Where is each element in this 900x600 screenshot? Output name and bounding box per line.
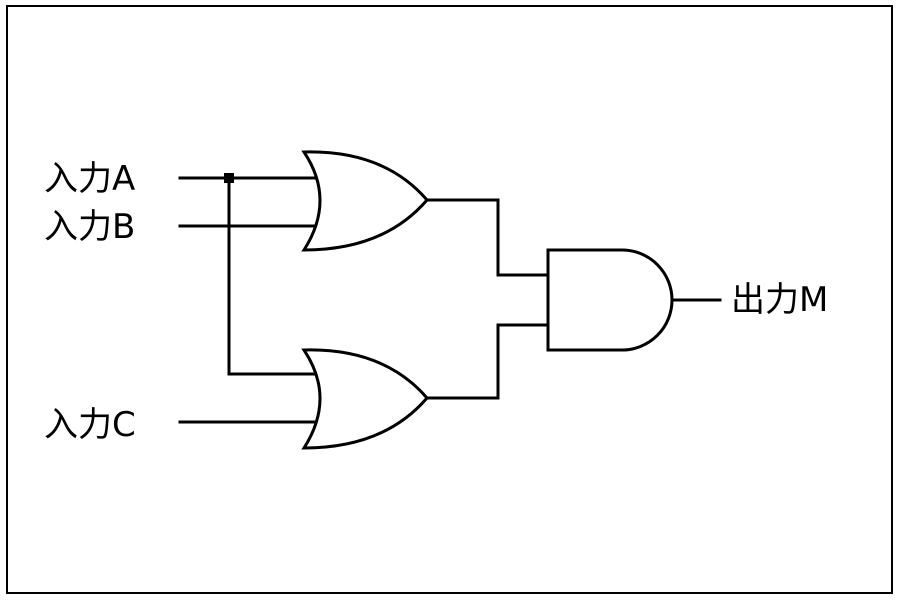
and-gate xyxy=(546,248,674,352)
diagram-frame xyxy=(6,5,893,594)
input-b-label: 入力B xyxy=(44,207,135,247)
input-c-label: 入力C xyxy=(44,405,136,445)
output-m-label: 出力M xyxy=(731,280,828,320)
or-gate-top xyxy=(301,150,429,252)
input-a-label: 入力A xyxy=(44,159,135,199)
wire-or-bottom-to-and xyxy=(425,323,550,400)
or-gate-bottom xyxy=(301,348,429,450)
wire-or-top-to-and xyxy=(425,198,550,277)
